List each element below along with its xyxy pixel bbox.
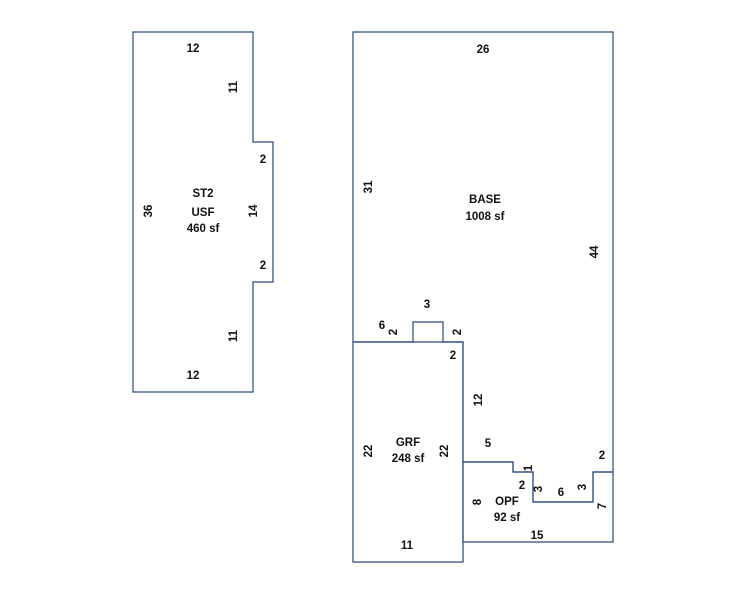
st2-dimension-label: 2 <box>260 260 266 272</box>
base-dimension-label: 2 <box>450 350 456 362</box>
grf-outline <box>352 341 464 563</box>
base-dimension-label: 6 <box>558 487 564 499</box>
opf-dimension-label: 15 <box>531 530 544 542</box>
grf-type-label: GRF <box>396 437 420 449</box>
base-dimension-label: 26 <box>477 44 490 56</box>
base-dimension-label: 2 <box>388 329 400 335</box>
opf-outline <box>462 461 614 543</box>
st2-type-label: USF <box>192 207 215 219</box>
grf-area-label: 248 sf <box>392 453 425 465</box>
st2-usf-outline <box>132 31 274 393</box>
grf-dimension-label: 22 <box>439 445 451 458</box>
opf-dimension-label: 8 <box>472 498 484 505</box>
st2-dimension-label: 11 <box>228 80 240 93</box>
base-type-label: BASE <box>469 194 501 206</box>
base-dimension-label: 3 <box>533 486 545 492</box>
st2-dimension-label: 2 <box>260 154 266 166</box>
base-dimension-label: 6 <box>379 320 385 332</box>
base-dimension-label: 2 <box>452 329 464 335</box>
base-dimension-label: 12 <box>473 394 485 407</box>
base-dimension-label: 2 <box>599 450 605 462</box>
st2-code-label: ST2 <box>192 188 213 200</box>
st2-area-label: 460 sf <box>187 223 220 235</box>
base-outline <box>352 31 614 503</box>
base-dimension-label: 5 <box>485 438 492 450</box>
opf-type-label: OPF <box>495 496 519 508</box>
base-dimension-label: 2 <box>519 480 525 492</box>
grf-dimension-label: 22 <box>363 445 375 458</box>
base-dimension-label: 1 <box>523 464 535 471</box>
base-area-label: 1008 sf <box>465 211 504 223</box>
opf-area-label: 92 sf <box>494 512 520 524</box>
base-dimension-label: 44 <box>589 245 601 258</box>
st2-dimension-label: 11 <box>228 329 240 342</box>
base-dimension-label: 31 <box>363 180 375 193</box>
base-dimension-label: 3 <box>424 299 430 311</box>
base-dimension-label: 3 <box>577 484 589 490</box>
st2-dimension-label: 12 <box>187 43 200 55</box>
st2-dimension-label: 14 <box>248 204 260 217</box>
base-dimension-label: 7 <box>597 503 609 509</box>
grf-dimension-label: 11 <box>401 540 414 552</box>
st2-dimension-label: 36 <box>143 205 155 218</box>
st2-dimension-label: 12 <box>187 370 200 382</box>
